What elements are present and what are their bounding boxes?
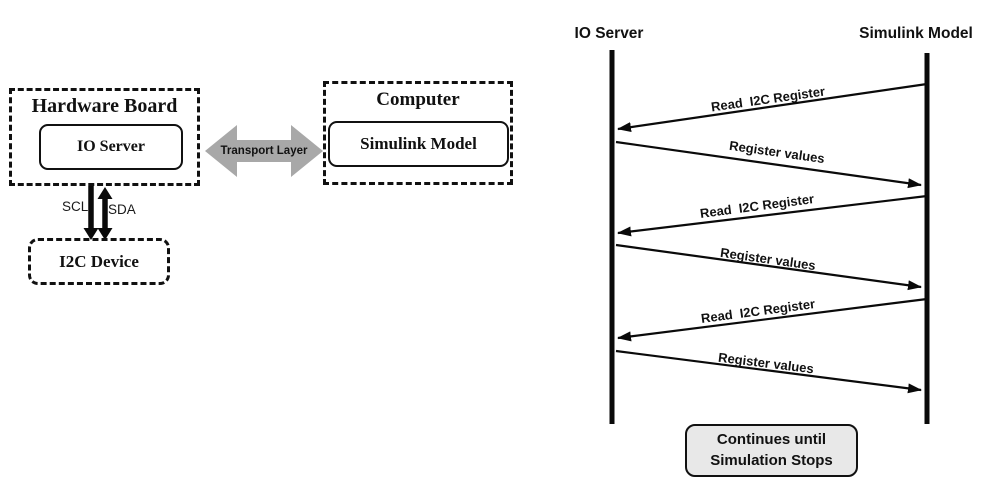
simulink-model-lifeline-header: Simulink Model xyxy=(859,25,973,42)
hardware-board-box: Hardware Board xyxy=(9,88,200,186)
scl-arrow xyxy=(83,186,99,240)
io-server-lifeline-header: IO Server xyxy=(574,25,644,42)
continues-note-line1: Continues until xyxy=(716,431,827,449)
computer-box: Computer xyxy=(323,81,513,185)
message-arrow-values-1 xyxy=(615,140,922,189)
message-arrow-values-2 xyxy=(615,243,922,291)
sda-arrow xyxy=(97,187,113,240)
io-server-box: IO Server xyxy=(39,124,183,170)
i2c-device-label: I2C Device xyxy=(59,251,139,271)
i2c-device-box: I2C Device xyxy=(28,238,170,285)
computer-title: Computer xyxy=(376,89,460,110)
simulink-model-box: Simulink Model xyxy=(328,121,509,167)
io-server-label: IO Server xyxy=(77,138,145,155)
message-arrow-read-1 xyxy=(617,82,928,133)
continues-note-line2: Simulation Stops xyxy=(710,451,833,469)
simulink-model-label: Simulink Model xyxy=(360,134,477,153)
transport-layer-arrow xyxy=(205,125,323,177)
message-arrow-read-3 xyxy=(617,297,928,342)
transport-layer-label: Transport Layer xyxy=(220,145,308,157)
message-arrow-values-3 xyxy=(615,349,922,394)
continues-note-box: Continues until Simulation Stops xyxy=(685,424,858,477)
message-arrow-read-2 xyxy=(617,194,928,237)
hardware-board-title: Hardware Board xyxy=(31,95,178,117)
scl-label: SCL xyxy=(62,199,89,214)
sda-label: SDA xyxy=(108,202,136,217)
